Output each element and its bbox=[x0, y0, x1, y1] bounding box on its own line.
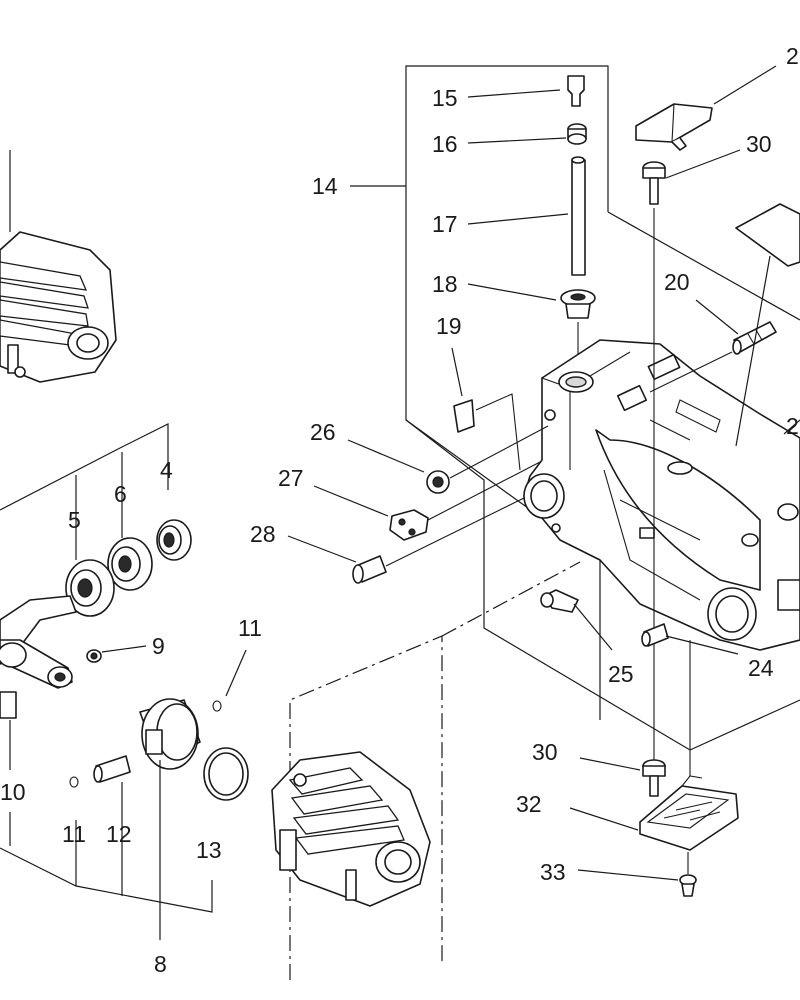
callout-2-right: 2 bbox=[786, 413, 799, 439]
pad-32 bbox=[639, 775, 739, 851]
callout-13: 13 bbox=[196, 837, 222, 863]
grommet-18 bbox=[560, 289, 596, 319]
callout-14: 14 bbox=[312, 173, 338, 199]
callout-20: 20 bbox=[664, 269, 690, 295]
plug-28 bbox=[352, 555, 387, 584]
callout-11-upper: 11 bbox=[238, 615, 262, 641]
lever-25 bbox=[540, 589, 579, 613]
washer-16 bbox=[567, 123, 587, 145]
bracket-27 bbox=[389, 509, 429, 541]
callout-16: 16 bbox=[432, 131, 458, 157]
screw-24 bbox=[641, 623, 669, 647]
callout-19: 19 bbox=[436, 313, 462, 339]
bearing-5 bbox=[65, 559, 115, 617]
callout-25: 25 bbox=[608, 661, 634, 687]
callout-10: 10 bbox=[0, 779, 26, 805]
callout-18: 18 bbox=[432, 271, 458, 297]
bearing-6 bbox=[107, 537, 153, 591]
callout-4: 4 bbox=[160, 457, 173, 483]
callout-12: 12 bbox=[106, 821, 132, 847]
seal-26 bbox=[426, 470, 450, 494]
pin-12 bbox=[93, 755, 131, 783]
callout-5: 5 bbox=[68, 507, 81, 533]
ring-13 bbox=[203, 747, 249, 801]
callout-8: 8 bbox=[154, 951, 167, 977]
callout-30-top: 30 bbox=[746, 131, 772, 157]
piston-8 bbox=[139, 698, 201, 770]
cylinder-lower bbox=[271, 751, 431, 907]
callout-6: 6 bbox=[114, 481, 127, 507]
cylinder-upper bbox=[0, 150, 117, 383]
callout-32: 32 bbox=[516, 791, 542, 817]
seal-4 bbox=[156, 519, 192, 561]
callout-17: 17 bbox=[432, 211, 458, 237]
crankcase-frame bbox=[405, 419, 800, 751]
clip-11-lower bbox=[69, 776, 79, 788]
crank-frame bbox=[0, 423, 169, 511]
crankcase-body bbox=[523, 339, 800, 651]
callout-9: 9 bbox=[152, 633, 165, 659]
callout-28: 28 bbox=[250, 521, 276, 547]
crankshaft bbox=[0, 595, 102, 719]
screw-30-top bbox=[642, 161, 666, 205]
callout-24: 24 bbox=[748, 655, 774, 681]
bolt-15 bbox=[567, 75, 585, 107]
tube-17 bbox=[571, 156, 586, 276]
label-sheet bbox=[735, 203, 800, 267]
clip-19 bbox=[453, 399, 475, 433]
clip-11-upper bbox=[212, 700, 222, 712]
callout-26: 26 bbox=[310, 419, 336, 445]
tab-2 bbox=[635, 103, 713, 151]
screw-33 bbox=[679, 874, 697, 897]
nipple-20 bbox=[732, 321, 777, 355]
callout-30-lower: 30 bbox=[532, 739, 558, 765]
screw-30-lower bbox=[642, 759, 666, 797]
callout-2-top: 2 bbox=[786, 43, 799, 69]
group-frame-14 bbox=[405, 65, 609, 720]
callout-33: 33 bbox=[540, 859, 566, 885]
callout-15: 15 bbox=[432, 85, 458, 111]
callout-27: 27 bbox=[278, 465, 304, 491]
callout-11-lower: 11 bbox=[62, 821, 86, 847]
